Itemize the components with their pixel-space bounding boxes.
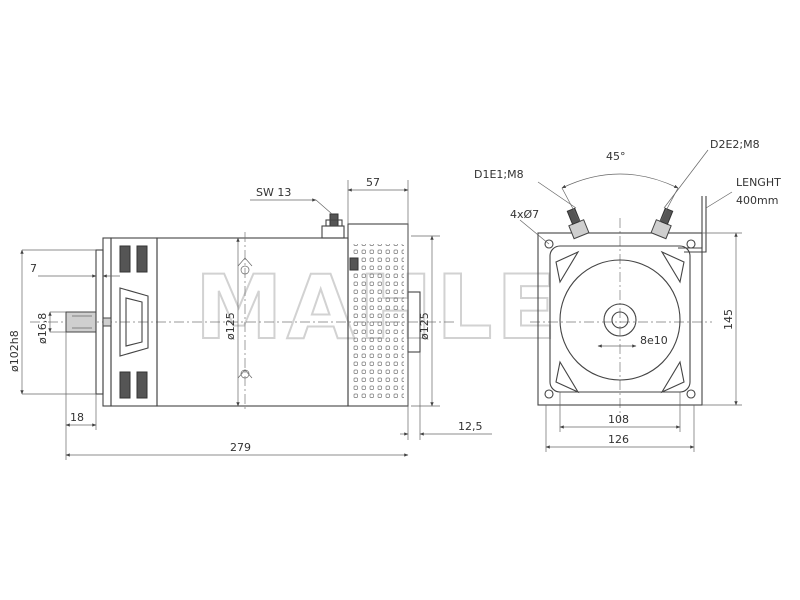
- terminal-left: [566, 207, 590, 240]
- mount-hole: [686, 389, 696, 399]
- dim-d16: ø16,8: [36, 313, 49, 344]
- vent-grid: [352, 244, 404, 400]
- dim-145: 145: [722, 309, 735, 330]
- lead-wires: [678, 196, 707, 253]
- end-flange-square: [537, 232, 703, 406]
- angle-arc: [561, 173, 679, 189]
- terminal-stud: [321, 225, 345, 239]
- end-view: 45° D1E1;M8 D2E2;M8 LENGHT 400mm 4xØ7 8e…: [474, 138, 781, 452]
- label-400mm: 400mm: [736, 194, 778, 207]
- label-d1e1: D1E1;M8: [474, 168, 524, 181]
- dim-279: 279: [230, 441, 251, 454]
- dim-57: 57: [366, 176, 380, 189]
- shaft: [65, 311, 97, 333]
- end-bore-circle: [559, 259, 681, 381]
- dim-d125-end: ø125: [418, 312, 431, 340]
- side-view: SW 13 57 7 ø102h8 ø16,8 ø125 ø125 18 12,…: [8, 176, 492, 460]
- mount-hole: [544, 239, 554, 249]
- dim-7: 7: [30, 262, 37, 275]
- label-lenght: LENGHT: [736, 176, 781, 189]
- dim-45: 45°: [606, 150, 626, 163]
- dim-d125-body: ø125: [224, 312, 237, 340]
- mount-hole: [544, 389, 554, 399]
- dim-12-5: 12,5: [458, 420, 483, 433]
- end-shaft: [611, 311, 629, 329]
- dim-8e10: 8e10: [640, 334, 668, 347]
- mount-hole: [686, 239, 696, 249]
- label-d2e2: D2E2;M8: [710, 138, 760, 151]
- dim-d102: ø102h8: [8, 330, 21, 372]
- dim-126: 126: [608, 433, 629, 446]
- dim-108: 108: [608, 413, 629, 426]
- label-holes: 4xØ7: [510, 208, 539, 221]
- terminal-right: [650, 207, 674, 240]
- dim-18: 18: [70, 411, 84, 424]
- dim-sw13: SW 13: [256, 186, 291, 199]
